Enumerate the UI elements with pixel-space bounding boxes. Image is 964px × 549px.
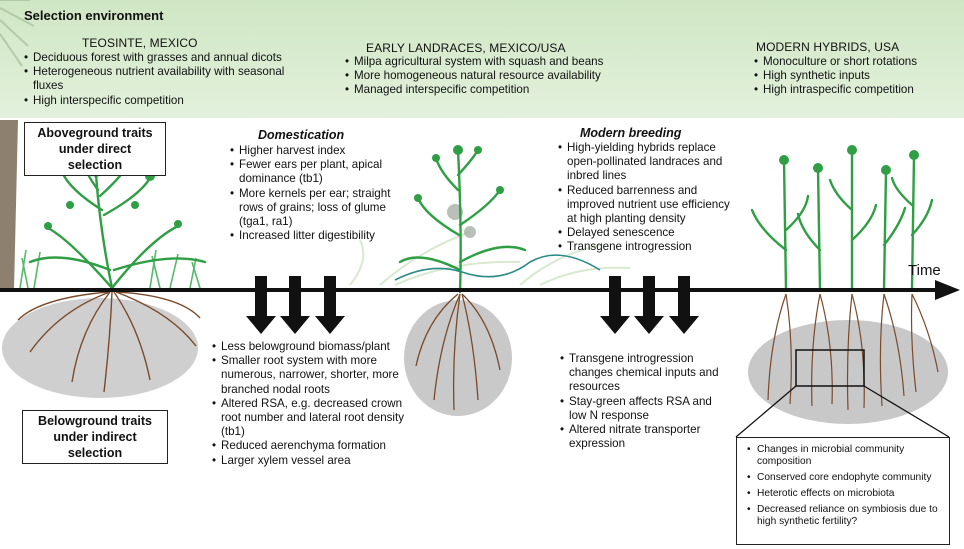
- breeding-below-list: Transgene introgression changes chemical…: [560, 352, 728, 451]
- list-item: Less belowground biomass/plant: [212, 340, 408, 354]
- soil-shadow-teosinte: [2, 298, 198, 398]
- microbial-effects-box: Changes in microbial community compositi…: [736, 437, 950, 545]
- list-item: Fewer ears per plant, apical dominance (…: [230, 158, 418, 186]
- microbial-effects-list: Changes in microbial community compositi…: [737, 444, 949, 528]
- squash-leaf-2: [464, 226, 476, 238]
- breeding-title: Modern breeding: [580, 126, 682, 140]
- list-item: Increased litter digestibility: [230, 229, 418, 243]
- list-item: Delayed senescence: [558, 226, 738, 240]
- list-item: Smaller root system with more numerous, …: [212, 354, 408, 397]
- hybrid-environment-list: Monoculture or short rotations High synt…: [754, 55, 954, 98]
- landrace-roots: [415, 293, 501, 411]
- teosinte-region-title: TEOSINTE, MEXICO: [82, 36, 198, 50]
- list-item: Stay-green affects RSA and low N respons…: [560, 395, 728, 423]
- landrace-environment-list: Milpa agricultural system with squash an…: [345, 55, 645, 98]
- root-zoom-box: [795, 349, 865, 387]
- list-item: Altered RSA, e.g. decreased crown root n…: [212, 397, 408, 440]
- list-item: Conserved core endophyte community: [747, 472, 943, 484]
- list-item: Higher harvest index: [230, 144, 418, 158]
- selection-environment-title: Selection environment: [24, 8, 164, 23]
- teosinte-environment-list: Deciduous forest with grasses and annual…: [24, 51, 324, 108]
- palm-fronds: [0, 0, 35, 67]
- time-axis-arrowhead: [935, 280, 960, 300]
- list-item: High intraspecific competition: [754, 83, 954, 97]
- landrace-tassel: [414, 145, 504, 202]
- list-item: Managed interspecific competition: [345, 83, 645, 97]
- zoom-connector-right: [863, 385, 950, 438]
- list-item: Heterotic effects on microbiota: [747, 488, 943, 500]
- list-item: Heterogeneous nutrient availability with…: [24, 65, 293, 93]
- hybrid-tassels: [779, 145, 919, 175]
- list-item: Transgene introgression changes chemical…: [560, 352, 728, 395]
- list-item: High-yielding hybrids replace open-polli…: [558, 141, 738, 184]
- aboveground-traits-box: Aboveground traits under direct selectio…: [24, 122, 166, 176]
- time-label: Time: [908, 262, 941, 279]
- list-item: Transgene introgression: [558, 240, 738, 254]
- breeding-arrows: [600, 276, 699, 334]
- breeding-above-list: High-yielding hybrids replace open-polli…: [558, 141, 738, 255]
- landrace-region-title: EARLY LANDRACES, MEXICO/USA: [366, 41, 566, 55]
- list-item: More homogeneous natural resource availa…: [345, 69, 645, 83]
- hybrid-plants: [750, 148, 934, 292]
- domestication-title: Domestication: [258, 128, 345, 142]
- list-item: High interspecific competition: [24, 94, 324, 108]
- list-item: Milpa agricultural system with squash an…: [345, 55, 645, 69]
- tree-trunk: [0, 120, 18, 290]
- domestication-below-list: Less belowground biomass/plant Smaller r…: [212, 340, 408, 468]
- list-item: Monoculture or short rotations: [754, 55, 954, 69]
- domestication-above-list: Higher harvest index Fewer ears per plan…: [230, 144, 418, 244]
- list-item: Altered nitrate transporter expression: [560, 423, 728, 451]
- bean-vine: [394, 254, 601, 281]
- list-item: More kernels per ear; straight rows of g…: [230, 187, 418, 230]
- domestication-arrows: [246, 276, 345, 334]
- soil-shadow-landrace: [404, 300, 512, 416]
- list-item: Deciduous forest with grasses and annual…: [24, 51, 324, 65]
- teosinte-plant: [28, 158, 207, 290]
- list-item: Changes in microbial community compositi…: [747, 444, 943, 468]
- list-item: Reduced barrenness and improved nutrient…: [558, 184, 738, 227]
- list-item: Decreased reliance on symbiosis due to h…: [747, 504, 943, 528]
- list-item: Reduced aerenchyma formation: [212, 439, 408, 453]
- list-item: High synthetic inputs: [754, 69, 954, 83]
- belowground-traits-box: Belowground traits under indirect select…: [22, 410, 168, 464]
- hybrid-region-title: MODERN HYBRIDS, USA: [756, 40, 900, 54]
- teosinte-roots: [17, 291, 201, 393]
- list-item: Larger xylem vessel area: [212, 454, 408, 468]
- zoom-connector-left: [735, 385, 797, 438]
